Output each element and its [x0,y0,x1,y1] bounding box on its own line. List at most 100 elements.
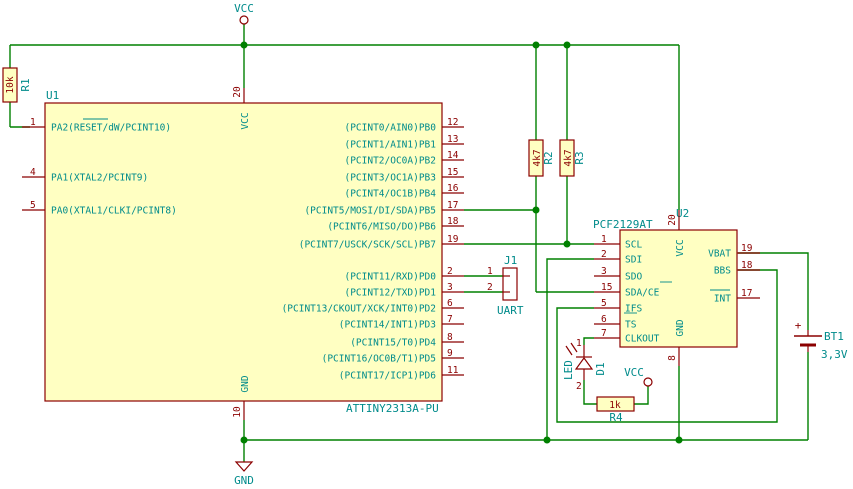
vcc2-symbol: VCC [624,366,653,387]
pin-number: 3 [447,282,453,293]
d1-ref: D1 [594,362,607,375]
u2-gnd-name: GND [675,319,686,336]
pin-name: PA0(XTAL1/CLKI/PCINT8) [51,206,177,217]
wire-sdi-gnd [546,258,594,440]
gnd-label: GND [234,474,254,487]
pin-number: 1 [30,117,36,128]
u1-value: ATTINY2313A-PU [346,402,439,415]
junction [563,240,571,248]
junction [675,436,683,444]
j1-pin2-num: 2 [487,282,493,293]
led-triangle [574,356,594,370]
r3-ref: R3 [573,151,586,164]
pin-number: 11 [447,365,459,376]
u2-body [619,229,738,348]
pin-number: 7 [447,314,453,325]
resistor-body [596,396,635,412]
pin-name: BBS [714,266,731,277]
u1-pin: 16 (PCINT4/OC1B)PB4 [344,183,464,200]
pin-name: (PCINT11/RXD)PD0 [344,272,436,283]
pin-name: (PCINT4/OC1B)PB4 [344,189,436,200]
pin-name: (PCINT3/OC1A)PB3 [344,173,436,184]
pin-number: 19 [741,243,753,254]
pin-name: (PCINT15/T0)PD4 [350,338,436,349]
d1-pin1: 1 [576,338,582,349]
u1-pin: 18 (PCINT6/MISO/DO)PB6 [327,216,464,233]
bt1-value: 3,3V [821,348,848,361]
pin-number: 1 [601,234,607,245]
u1-gnd-num: 10 [232,406,243,418]
j1-body [502,267,518,301]
r1-value: 10k [5,76,16,93]
vcc-symbol: VCC [234,2,254,25]
pin-number: 17 [447,200,458,211]
resistor-r4: 1k R4 [596,396,635,424]
pin-name: INT [714,294,731,305]
resistor-body [528,139,544,177]
r3-value: 4k7 [563,149,574,166]
pin-name: (PCINT14/INT1)PD3 [339,320,436,331]
resistor-r1: 10k R1 [2,67,32,103]
pin-name: (PCINT0/AIN0)PB0 [344,123,436,134]
pin-name: CLKOUT [625,334,660,345]
u1-pin: 11 (PCINT17/ICP1)PD6 [339,365,464,382]
pin-number: 17 [741,288,752,299]
junction [240,41,248,49]
u1-gnd-name: GND [240,375,251,392]
pin-number: 2 [601,249,607,260]
resistor-body [2,67,18,103]
u1-pin: 13(PCINT1/AIN1)PB1 [344,134,464,151]
pin-name: (PCINT5/MOSI/DI/SDA)PB5 [304,206,436,217]
r4-ref: R4 [609,411,623,424]
pin-name: VBAT [708,249,731,260]
pin-number: 16 [447,183,459,194]
r1-ref: R1 [19,78,32,91]
pin-number: 19 [447,234,459,245]
pin-name: (PCINT17/ICP1)PD6 [339,371,437,382]
pin-name: PA2(RESET/dW/PCINT10) [51,123,171,134]
vcc-port-icon [643,377,653,387]
led-arrow-1 [565,345,573,356]
r2-value: 4k7 [532,149,543,166]
pin-number: 12 [447,117,458,128]
vcc-port-icon [239,15,249,25]
u2-vcc-num: 20 [667,214,678,226]
pin-name: SDO [625,272,642,283]
pin-number: 6 [447,298,453,309]
j1-pin1-num: 1 [487,266,493,277]
ground-icon [234,461,254,472]
u2-vcc-name: VCC [675,239,686,256]
u1-pin: 12 (PCINT0/AIN0)PB0 [344,117,464,134]
pin-number: 4 [30,167,36,178]
pin-name: (PCINT6/MISO/DO)PB6 [327,222,436,233]
vcc2-label: VCC [624,366,644,379]
junction [543,436,551,444]
vcc-label: VCC [234,2,254,15]
u1-pin: 8(PCINT15/T0)PD4 [350,332,464,349]
pin-number: 14 [447,150,459,161]
pin-name: (PCINT16/OC0B/T1)PD5 [322,354,436,365]
pin-number: 15 [601,282,612,293]
pin-number: 6 [601,314,607,325]
pin-number: 18 [741,260,753,271]
pin-number: 18 [447,216,459,227]
bt1-ref: BT1 [824,330,844,343]
u1-pin: 14(PCINT2/OC0A)PB2 [344,150,464,167]
u1-pin: 15(PCINT3/OC1A)PB3 [344,167,464,184]
junction [240,436,248,444]
wire-r4-vcc [634,386,649,405]
wire-vbat [738,252,809,330]
led-d1: D1 LED 1 2 [562,338,607,392]
u1-vcc-num: 20 [232,86,243,98]
led-arrow-2 [570,342,578,353]
pin-number: 13 [447,134,458,145]
